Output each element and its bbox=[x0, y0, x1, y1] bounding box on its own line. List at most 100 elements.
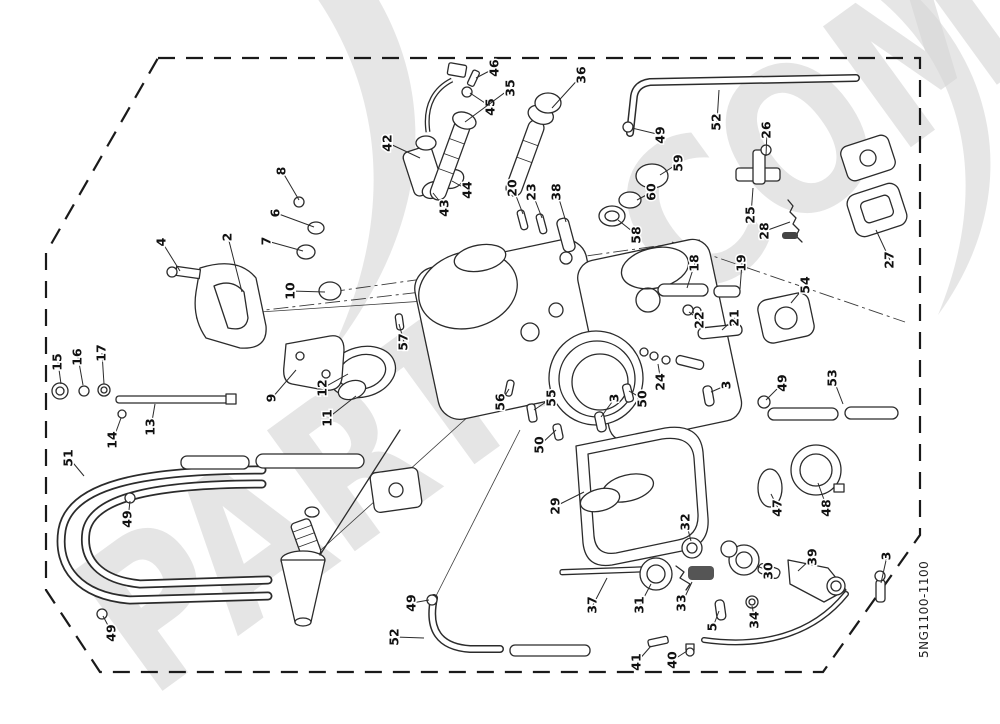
leader-line-6 bbox=[275, 212, 315, 228]
part-label-49: 49 bbox=[775, 374, 790, 391]
leader-line-16 bbox=[77, 356, 84, 386]
part-label-22: 22 bbox=[692, 311, 707, 328]
leader-line-30 bbox=[756, 565, 770, 572]
leader-line-4 bbox=[161, 241, 181, 272]
part-label-3: 3 bbox=[607, 394, 622, 403]
leader-line-49 bbox=[765, 382, 784, 401]
part-label-20: 20 bbox=[505, 179, 520, 197]
part-label-52: 52 bbox=[387, 628, 402, 645]
leader-line-59 bbox=[659, 162, 680, 176]
fuel-pipes-group bbox=[639, 144, 803, 371]
part-label-25: 25 bbox=[743, 206, 758, 223]
leader-line-45 bbox=[469, 92, 492, 108]
part-label-17: 17 bbox=[94, 344, 109, 361]
part-label-41: 41 bbox=[629, 653, 644, 670]
part-label-43: 43 bbox=[437, 199, 452, 216]
part-label-4: 4 bbox=[154, 237, 169, 246]
part-label-47: 47 bbox=[770, 499, 785, 516]
leader-line-58 bbox=[617, 219, 638, 236]
part-label-15: 15 bbox=[50, 353, 65, 370]
part-label-26: 26 bbox=[759, 121, 774, 139]
leader-line-60 bbox=[636, 191, 653, 201]
part-label-39: 39 bbox=[805, 548, 820, 565]
part-label-30: 30 bbox=[761, 562, 776, 580]
part-label-52: 52 bbox=[709, 113, 724, 130]
leader-line-54 bbox=[790, 284, 807, 304]
right-hoses bbox=[701, 395, 899, 646]
part-label-35: 35 bbox=[503, 79, 518, 96]
part-label-8: 8 bbox=[274, 167, 289, 176]
bottom-hoses bbox=[426, 594, 591, 657]
part-label-6: 6 bbox=[268, 208, 283, 217]
part-label-7: 7 bbox=[259, 237, 274, 246]
leader-line-49 bbox=[102, 615, 113, 634]
leader-line-22 bbox=[688, 311, 701, 321]
part-label-46: 46 bbox=[487, 59, 502, 77]
leader-line-42 bbox=[387, 142, 421, 159]
part-label-28: 28 bbox=[757, 222, 772, 239]
leader-line-5 bbox=[712, 610, 720, 628]
part-label-3: 3 bbox=[879, 552, 894, 561]
leader-line-33 bbox=[681, 581, 693, 604]
leader-line-47 bbox=[770, 493, 779, 509]
part-label-34: 34 bbox=[747, 611, 762, 629]
watermark-swoosh-right bbox=[880, 0, 991, 315]
leader-line-49 bbox=[127, 500, 131, 520]
part-label-27: 27 bbox=[882, 251, 897, 268]
leader-line-43 bbox=[432, 192, 446, 209]
top-hose bbox=[622, 74, 860, 137]
part-label-21: 21 bbox=[727, 309, 742, 326]
part-label-37: 37 bbox=[585, 596, 600, 613]
leader-line-41 bbox=[636, 645, 652, 663]
part-label-49: 49 bbox=[120, 510, 135, 527]
leader-line-29 bbox=[555, 491, 585, 507]
leader-line-15 bbox=[57, 361, 62, 385]
part-label-50: 50 bbox=[532, 436, 547, 454]
part-label-49: 49 bbox=[104, 624, 119, 641]
part-label-58: 58 bbox=[629, 226, 644, 243]
leader-line-32 bbox=[685, 521, 692, 542]
part-label-3: 3 bbox=[719, 381, 734, 390]
leader-line-24 bbox=[657, 363, 662, 383]
leader-line-35 bbox=[464, 87, 512, 123]
leader-line-50 bbox=[539, 429, 557, 446]
leader-line-39 bbox=[797, 556, 814, 572]
part-label-31: 31 bbox=[632, 596, 647, 613]
drawing-number: 5NG1100-1100 bbox=[917, 561, 931, 658]
leader-line-19 bbox=[739, 262, 743, 290]
leader-line-38 bbox=[556, 191, 567, 223]
leader-line-10 bbox=[290, 290, 326, 293]
watermark-swoosh-left bbox=[318, 0, 416, 355]
part-label-24: 24 bbox=[653, 373, 668, 391]
carburetor-line-art bbox=[51, 62, 908, 657]
leader-line-14 bbox=[112, 417, 122, 441]
leader-line-20 bbox=[512, 187, 524, 215]
part-label-29: 29 bbox=[548, 497, 563, 514]
leader-line-23 bbox=[531, 191, 543, 219]
leader-line-55 bbox=[533, 397, 553, 411]
leader-line-8 bbox=[281, 170, 300, 201]
part-label-32: 32 bbox=[678, 513, 693, 530]
part-label-49: 49 bbox=[653, 126, 668, 143]
leader-line-53 bbox=[832, 377, 844, 405]
part-label-50: 50 bbox=[635, 390, 650, 408]
part-label-16: 16 bbox=[70, 348, 85, 366]
leader-line-3 bbox=[710, 384, 728, 393]
part-label-5: 5 bbox=[705, 623, 720, 632]
part-label-54: 54 bbox=[798, 276, 813, 294]
part-label-49: 49 bbox=[404, 594, 419, 611]
part-label-12: 12 bbox=[315, 379, 330, 396]
leader-line-25 bbox=[750, 187, 754, 216]
part-label-13: 13 bbox=[143, 418, 158, 435]
diaphragm-group bbox=[757, 444, 845, 508]
leader-line-13 bbox=[150, 403, 156, 428]
leader-line-3 bbox=[880, 555, 888, 584]
leader-line-3 bbox=[600, 397, 616, 418]
part-label-11: 11 bbox=[320, 409, 335, 426]
part-label-10: 10 bbox=[283, 282, 298, 300]
leader-line-18 bbox=[686, 262, 696, 289]
left-cover-group bbox=[51, 196, 405, 419]
leader-line-56 bbox=[500, 388, 510, 403]
